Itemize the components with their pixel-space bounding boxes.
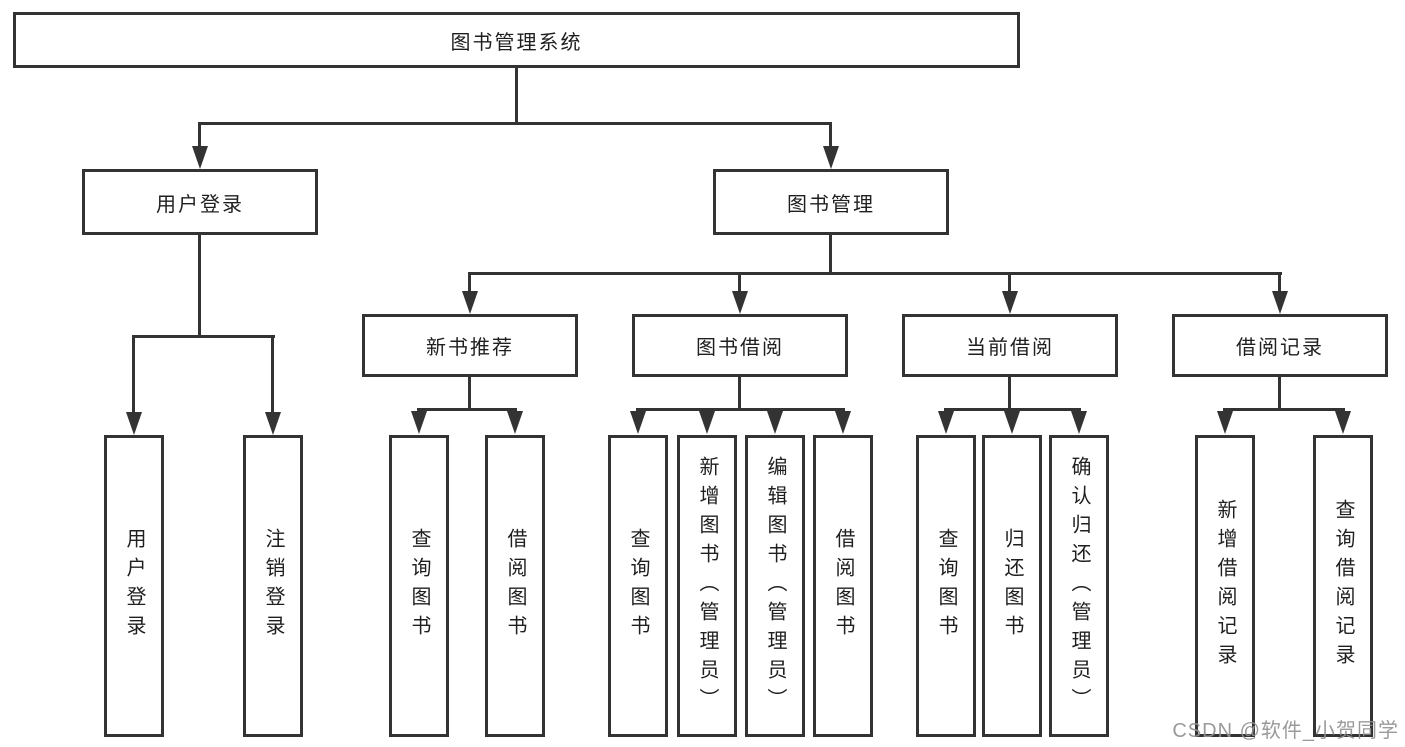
leaf-label: 用户登录 <box>123 528 145 644</box>
leaf-label: 查询图书 <box>408 528 430 644</box>
leaf-label: 查询图书 <box>627 528 649 644</box>
arrow-down-icon <box>1272 291 1288 314</box>
node-new-book-recommend: 新书推荐 <box>362 314 578 377</box>
arrow-down-icon <box>1002 291 1018 314</box>
connector-line <box>636 408 845 411</box>
arrow-down-icon <box>1335 411 1351 434</box>
connector-line <box>1223 408 1345 411</box>
leaf-label: 编辑图书（管理员） <box>764 455 786 717</box>
connector-line <box>468 272 1282 275</box>
connector-line <box>829 122 832 148</box>
leaf-borrow-books: 借阅图书 <box>813 435 873 737</box>
connector-line <box>198 122 831 125</box>
connector-line <box>1008 274 1011 292</box>
leaf-query-books-current: 查询图书 <box>916 435 976 737</box>
arrow-down-icon <box>835 411 851 434</box>
connector-line <box>738 274 741 292</box>
leaf-borrow-books-recommend: 借阅图书 <box>485 435 545 737</box>
leaf-label: 确认归还（管理员） <box>1068 455 1090 717</box>
node-label: 图书借阅 <box>696 337 784 359</box>
node-user-login: 用户登录 <box>82 169 318 235</box>
arrow-down-icon <box>938 411 954 434</box>
arrow-down-icon <box>126 412 142 435</box>
arrow-down-icon <box>630 411 646 434</box>
connector-line <box>468 377 471 410</box>
node-label: 借阅记录 <box>1236 337 1324 359</box>
leaf-label: 借阅图书 <box>504 528 526 644</box>
arrow-down-icon <box>1071 411 1087 434</box>
connector-line <box>198 122 201 148</box>
connector-line <box>198 235 201 337</box>
connector-line <box>738 377 741 410</box>
leaf-user-login: 用户登录 <box>104 435 164 737</box>
leaf-label: 查询借阅记录 <box>1332 499 1354 673</box>
node-current-borrowing: 当前借阅 <box>902 314 1118 377</box>
connector-line <box>417 408 517 411</box>
connector-line <box>468 274 471 292</box>
leaf-confirm-return-admin: 确认归还（管理员） <box>1049 435 1109 737</box>
node-label: 新书推荐 <box>426 337 514 359</box>
connector-line <box>132 335 275 338</box>
arrow-down-icon <box>1217 411 1233 434</box>
node-book-borrowing: 图书借阅 <box>632 314 848 377</box>
node-label: 用户登录 <box>156 193 244 216</box>
leaf-label: 查询图书 <box>935 528 957 644</box>
connector-line <box>132 335 135 415</box>
leaf-label: 新增借阅记录 <box>1214 499 1236 673</box>
leaf-label: 归还图书 <box>1001 528 1023 644</box>
arrow-down-icon <box>699 411 715 434</box>
arrow-down-icon <box>823 146 839 169</box>
leaf-label: 借阅图书 <box>832 528 854 644</box>
csdn-watermark: CSDN @软件_小贺同学 <box>1172 720 1399 742</box>
arrow-down-icon <box>507 411 523 434</box>
node-label: 图书管理 <box>787 193 875 216</box>
connector-line <box>1008 377 1011 410</box>
leaf-query-borrow-record: 查询借阅记录 <box>1313 435 1373 737</box>
arrow-down-icon <box>265 412 281 435</box>
connector-line <box>1278 274 1281 292</box>
leaf-logout: 注销登录 <box>243 435 303 737</box>
arrow-down-icon <box>411 411 427 434</box>
node-label: 图书管理系统 <box>450 31 583 54</box>
node-library-management-system: 图书管理系统 <box>13 12 1020 68</box>
leaf-return-books: 归还图书 <box>982 435 1042 737</box>
connector-line <box>271 335 274 415</box>
leaf-query-books-borrowing: 查询图书 <box>608 435 668 737</box>
leaf-label: 新增图书（管理员） <box>696 455 718 717</box>
arrow-down-icon <box>1004 411 1020 434</box>
arrow-down-icon <box>767 411 783 434</box>
arrow-down-icon <box>732 291 748 314</box>
node-book-management: 图书管理 <box>713 169 949 235</box>
leaf-query-books-recommend: 查询图书 <box>389 435 449 737</box>
connector-line <box>515 68 518 122</box>
arrow-down-icon <box>462 291 478 314</box>
connector-line <box>829 235 832 275</box>
node-label: 当前借阅 <box>966 337 1054 359</box>
arrow-down-icon <box>192 146 208 169</box>
node-borrowing-records: 借阅记录 <box>1172 314 1388 377</box>
leaf-edit-books-admin: 编辑图书（管理员） <box>745 435 805 737</box>
leaf-label: 注销登录 <box>262 528 284 644</box>
connector-line <box>944 408 1081 411</box>
connector-line <box>1278 377 1281 410</box>
leaf-add-books-admin: 新增图书（管理员） <box>677 435 737 737</box>
leaf-add-borrow-record: 新增借阅记录 <box>1195 435 1255 737</box>
